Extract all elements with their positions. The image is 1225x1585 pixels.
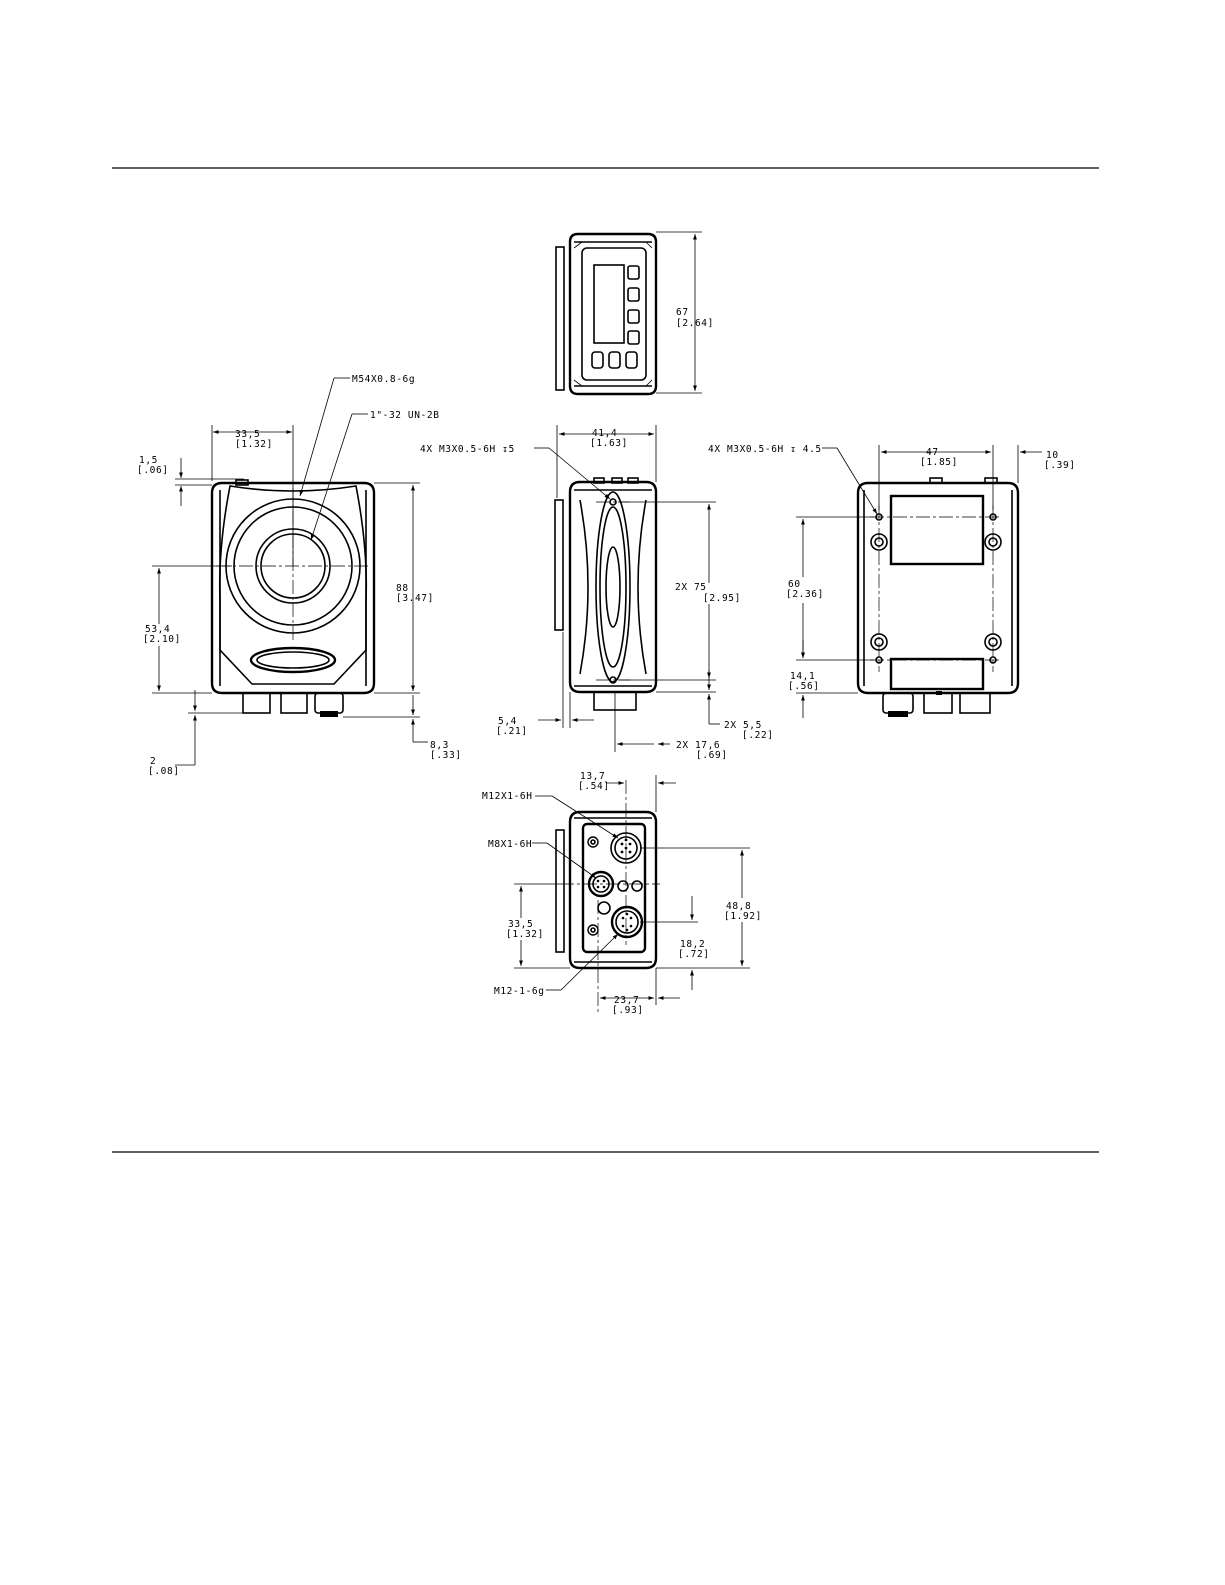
dim-side-connector-in: [.69]: [696, 750, 728, 761]
led-port: [617, 880, 629, 892]
dim-back-height-in: [2.36]: [786, 589, 824, 600]
back-label-bottom: [889, 657, 985, 691]
dim-bottom-width-in: [.93]: [612, 1005, 644, 1016]
dim-side-left-in: [.21]: [496, 726, 528, 737]
dim-side-hole-spacing-in: [2.95]: [703, 593, 741, 604]
dim-side-left: 5,4: [498, 716, 517, 727]
dim-bottom-h3: 18,2: [680, 939, 705, 950]
dim-bottom-width: 23,7: [614, 995, 639, 1006]
dim-back-bottom-in: [.56]: [788, 681, 820, 692]
back-m3-holes: [875, 513, 997, 664]
front-connectors: [242, 692, 344, 717]
dim-side-width-in: [1.63]: [590, 438, 628, 449]
dim-front-height-in: [3.47]: [396, 593, 434, 604]
mount-thread-callout: 1"-32 UN-2B: [370, 410, 440, 421]
dim-bottom-top-in: [.54]: [578, 781, 610, 792]
dim-front-center-in: [2.10]: [143, 634, 181, 645]
back-holes-callout: 4X M3X0.5-6H ↧ 4.5: [708, 444, 822, 455]
back-connectors: [882, 691, 991, 717]
side-view: [554, 477, 658, 711]
dim-front-bottom: 2: [150, 756, 156, 767]
dim-front-connector-in: [.33]: [430, 750, 462, 761]
side-contour: [595, 491, 631, 683]
side-dims: 41,4 [1.63] 4X M3X0.5-6H ↧5 2X 75 [2.95]…: [420, 425, 774, 761]
dim-front-top: 1,5: [139, 455, 158, 466]
dim-front-width: 33,5: [235, 429, 260, 440]
dim-bottom-h3-in: [.72]: [678, 949, 710, 960]
dim-side-hole-spacing: 2X 75: [675, 582, 707, 593]
dim-bottom-h2-in: [1.92]: [724, 911, 762, 922]
dim-side-bottom-in: [.22]: [742, 730, 774, 741]
m12-male-callout: M12-1-6g: [494, 986, 545, 997]
back-label-top: [889, 494, 985, 566]
dim-front-width-in: [1.32]: [235, 439, 273, 450]
front-dims: 33,5 [1.32] 1,5 [.06] 88 [3.47] 53,4 [2.…: [137, 374, 462, 777]
m8-callout: M8X1-6H: [488, 839, 532, 850]
dim-front-top-in: [.06]: [137, 465, 169, 476]
back-dims: 4X M3X0.5-6H ↧ 4.5 47 [1.85] 10 [.39] 60…: [708, 444, 1076, 718]
dim-side-bottom: 2X 5,5: [724, 720, 762, 731]
m12-callout: M12X1-6H: [482, 791, 533, 802]
keypad-buttons: [591, 351, 638, 369]
indicator-light-bar: [249, 646, 337, 674]
dim-front-center: 53,4: [145, 624, 170, 635]
dim-back-right-in: [.39]: [1044, 460, 1076, 471]
dim-side-width: 41,4: [592, 428, 617, 439]
dim-side-connector: 2X 17,6: [676, 740, 720, 751]
side-holes-callout: 4X M3X0.5-6H ↧5: [420, 444, 515, 455]
bottom-dims: 13,7 [.54] M12X1-6H M8X1-6H 33,5 [1.32] …: [482, 771, 762, 1016]
dim-back-height: 60: [788, 579, 801, 590]
dim-bottom-h2: 48,8: [726, 901, 751, 912]
connector-panel: [581, 822, 647, 954]
dim-back-width-in: [1.85]: [920, 457, 958, 468]
dim-front-height: 88: [396, 583, 409, 594]
dim-back-bottom: 14,1: [790, 671, 815, 682]
top-dims: 67 [2.64]: [656, 231, 714, 394]
dim-back-right: 10: [1046, 450, 1059, 461]
m12-male-connector: [610, 905, 644, 939]
lens-thread-callout: M54X0.8-6g: [352, 374, 415, 385]
dim-bottom-h1: 33,5: [508, 919, 533, 930]
top-view: [555, 232, 658, 396]
dim-top-height: 67: [676, 307, 689, 318]
display-window: [593, 264, 625, 344]
dim-top-height-in: [2.64]: [676, 318, 714, 329]
dim-back-width: 47: [926, 447, 939, 458]
dim-front-connector: 8,3: [430, 740, 449, 751]
status-leds: [627, 265, 640, 345]
bottom-view: [555, 780, 660, 1012]
dim-bottom-top: 13,7: [580, 771, 605, 782]
dim-front-bottom-in: [.08]: [148, 766, 180, 777]
back-view: [856, 477, 1020, 717]
dim-bottom-h1-in: [1.32]: [506, 929, 544, 940]
